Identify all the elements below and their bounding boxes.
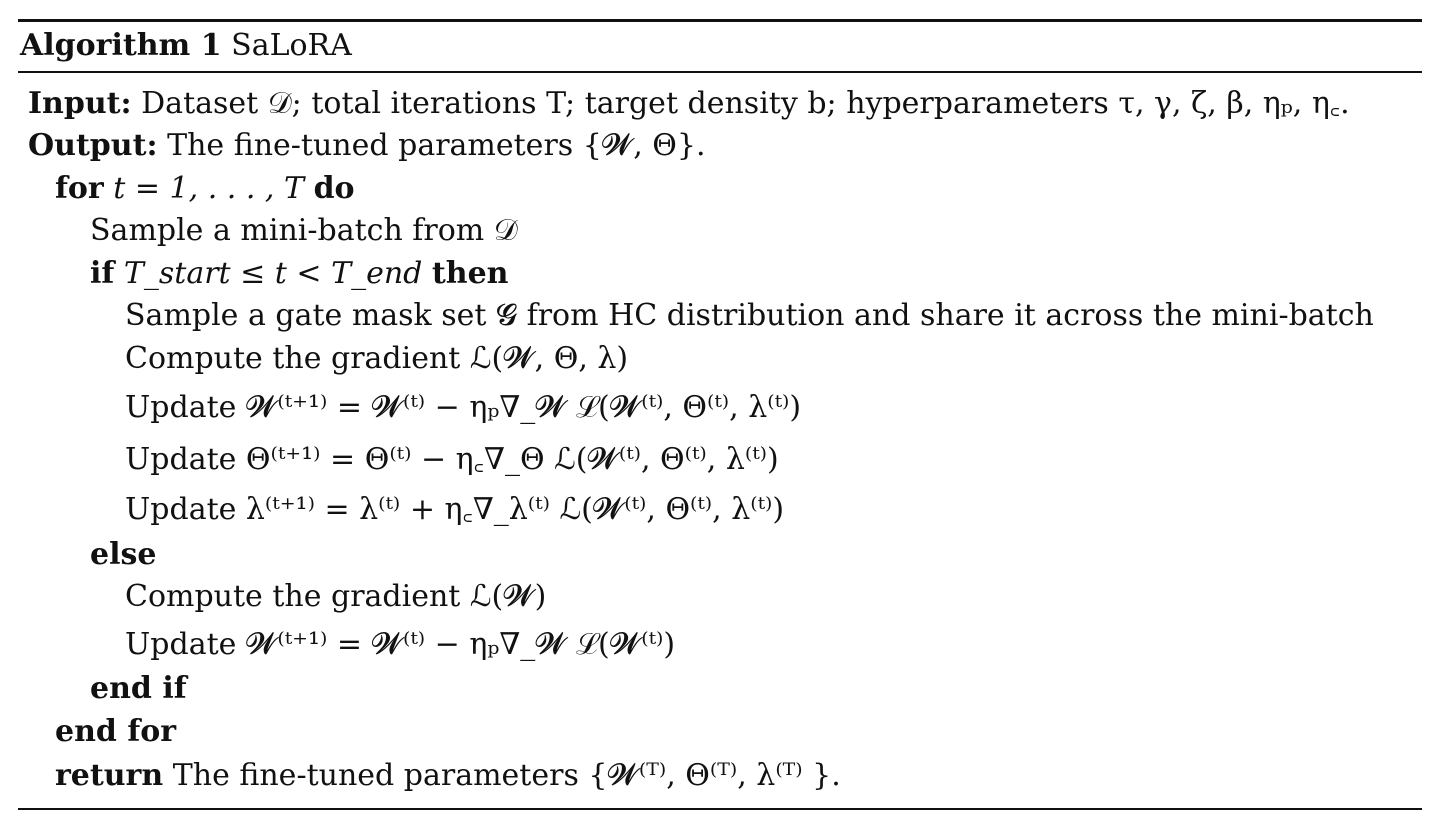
end-for-line: end for	[55, 712, 176, 752]
then-keyword: then	[431, 256, 509, 291]
update-w-2-line: Update 𝓦⁽ᵗ⁺¹⁾ = 𝓦⁽ᵗ⁾ − ηₚ∇_𝓦 ℒ(𝓦⁽ᵗ⁾)	[125, 625, 675, 665]
if-condition: T_start ≤ t < T_end	[123, 256, 423, 291]
update-w-1-line: Update 𝓦⁽ᵗ⁺¹⁾ = 𝓦⁽ᵗ⁾ − ηₚ∇_𝓦 ℒ(𝓦⁽ᵗ⁾, Θ⁽ᵗ…	[125, 388, 801, 428]
return-keyword: return	[55, 758, 164, 793]
output-keyword: Output:	[28, 128, 158, 163]
else-keyword: else	[90, 537, 157, 572]
output-line: Output: The fine-tuned parameters {𝓦, Θ}…	[28, 126, 706, 166]
header-rule	[18, 71, 1422, 73]
return-line: return The fine-tuned parameters {𝓦⁽ᵀ⁾, …	[55, 756, 841, 796]
input-keyword: Input:	[28, 86, 132, 121]
for-range: t = 1, . . . , T	[113, 171, 305, 206]
update-theta-text: Update Θ⁽ᵗ⁺¹⁾ = Θ⁽ᵗ⁾ − η꜀∇_Θ ℒ(𝓦⁽ᵗ⁾, Θ⁽ᵗ…	[125, 442, 779, 477]
sample-gate-line: Sample a gate mask set 𝓖 from HC distrib…	[125, 296, 1374, 336]
algorithm-name: SaLoRA	[231, 28, 352, 63]
compute-grad-1-line: Compute the gradient ℒ(𝓦, Θ, λ)	[125, 339, 628, 379]
sample-gate-text: Sample a gate mask set 𝓖 from HC distrib…	[125, 298, 1374, 333]
else-line: else	[90, 535, 156, 575]
update-w-2-text: Update 𝓦⁽ᵗ⁺¹⁾ = 𝓦⁽ᵗ⁾ − ηₚ∇_𝓦 ℒ(𝓦⁽ᵗ⁾)	[125, 627, 676, 662]
sample-batch-text: Sample a mini-batch from 𝒟	[90, 213, 518, 248]
update-lambda-text: Update λ⁽ᵗ⁺¹⁾ = λ⁽ᵗ⁾ + η꜀∇_λ⁽ᵗ⁾ ℒ(𝓦⁽ᵗ⁾, …	[125, 492, 785, 527]
output-text: The fine-tuned parameters {𝓦, Θ}.	[167, 128, 706, 163]
compute-grad-2-line: Compute the gradient ℒ(𝓦)	[125, 577, 546, 617]
return-text: The fine-tuned parameters {𝓦⁽ᵀ⁾, Θ⁽ᵀ⁾, λ…	[172, 758, 841, 793]
bottom-rule	[18, 808, 1422, 810]
algorithm-header: Algorithm 1 SaLoRA	[20, 26, 352, 66]
update-w-1-text: Update 𝓦⁽ᵗ⁺¹⁾ = 𝓦⁽ᵗ⁾ − ηₚ∇_𝓦 ℒ(𝓦⁽ᵗ⁾, Θ⁽ᵗ…	[125, 390, 802, 425]
if-keyword: if	[90, 256, 115, 291]
end-if-keyword: end if	[90, 671, 187, 706]
for-keyword: for	[55, 171, 104, 206]
end-for-keyword: end for	[55, 714, 177, 749]
compute-grad-2-text: Compute the gradient ℒ(𝓦)	[125, 579, 547, 614]
input-text: Dataset 𝒟; total iterations T; target de…	[141, 86, 1350, 121]
update-theta-line: Update Θ⁽ᵗ⁺¹⁾ = Θ⁽ᵗ⁾ − η꜀∇_Θ ℒ(𝓦⁽ᵗ⁾, Θ⁽ᵗ…	[125, 440, 779, 480]
if-line: if T_start ≤ t < T_end then	[90, 254, 509, 294]
for-line: for t = 1, . . . , T do	[55, 169, 355, 209]
update-lambda-line: Update λ⁽ᵗ⁺¹⁾ = λ⁽ᵗ⁾ + η꜀∇_λ⁽ᵗ⁾ ℒ(𝓦⁽ᵗ⁾, …	[125, 490, 784, 530]
compute-grad-1-text: Compute the gradient ℒ(𝓦, Θ, λ)	[125, 341, 629, 376]
input-line: Input: Dataset 𝒟; total iterations T; ta…	[28, 84, 1350, 124]
sample-batch-line: Sample a mini-batch from 𝒟	[90, 211, 518, 251]
top-rule	[18, 19, 1422, 22]
do-keyword: do	[313, 171, 355, 206]
algorithm-label: Algorithm 1	[20, 28, 222, 63]
end-if-line: end if	[90, 669, 187, 709]
